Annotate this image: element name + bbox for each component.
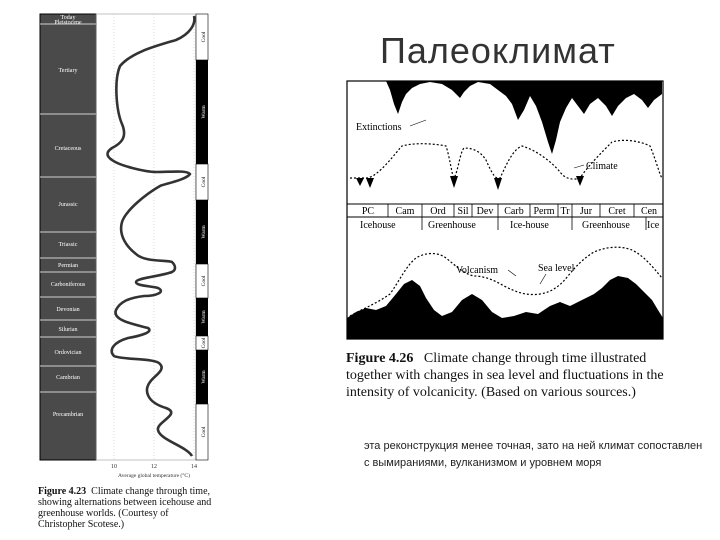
period-label: Permian bbox=[58, 263, 78, 269]
x-axis-label: Average global temperature (°C) bbox=[118, 472, 190, 479]
climate-curve bbox=[350, 139, 663, 180]
period-label: Precambrian bbox=[53, 412, 83, 418]
band-label: Cool bbox=[201, 275, 207, 286]
band-label: Cool bbox=[201, 31, 207, 42]
climate-leader bbox=[573, 164, 585, 169]
period-cell: PC bbox=[362, 206, 375, 217]
slide-note: эта реконструкция менее точная, зато на … bbox=[364, 440, 703, 469]
period-cell: Ord bbox=[430, 206, 446, 217]
period-label: Tertiary bbox=[59, 68, 78, 74]
regime-cell: Ice bbox=[647, 220, 660, 231]
volcanism-leader bbox=[507, 269, 517, 277]
period-cell: Cam bbox=[396, 206, 415, 217]
band-label: Warm bbox=[201, 370, 207, 384]
period-column bbox=[39, 13, 97, 461]
x-tick-label: 10 bbox=[111, 464, 117, 470]
period-label: Silurian bbox=[59, 327, 78, 333]
period-cell: Dev bbox=[477, 206, 494, 217]
regime-cell: Ice-house bbox=[510, 220, 549, 231]
left-caption-text: Climate change through time, showing alt… bbox=[38, 486, 212, 530]
period-cell: Carb bbox=[504, 206, 523, 217]
right-caption-label: Figure 4.26 bbox=[346, 351, 414, 366]
right-figure-caption: Figure 4.26 Climate change through time … bbox=[346, 350, 676, 401]
right-climate-figure: Extinctions Climate PC Cam Ord Sil Dev C… bbox=[346, 80, 664, 340]
period-label: Pleistocene bbox=[54, 20, 82, 26]
period-cell: Perm bbox=[533, 206, 554, 217]
band-label: Warm bbox=[201, 105, 207, 119]
volcanism-shape bbox=[347, 276, 663, 339]
slide-title: Палеоклимат bbox=[380, 30, 616, 71]
period-label: Jurassic bbox=[59, 202, 78, 208]
regime-cell: Icehouse bbox=[360, 220, 396, 231]
extinctions-label: Extinctions bbox=[356, 122, 402, 133]
x-tick-label: 12 bbox=[151, 464, 157, 470]
temperature-curve bbox=[106, 15, 196, 457]
band-label: Warm bbox=[201, 225, 207, 239]
sea-level-label: Sea level bbox=[538, 263, 575, 274]
regime-cell: Greenhouse bbox=[428, 220, 476, 231]
climate-bands bbox=[195, 13, 209, 461]
period-label: Ordovician bbox=[55, 350, 82, 356]
period-label: Cambrian bbox=[56, 375, 80, 381]
period-cell: Tr bbox=[560, 206, 570, 217]
period-label: Triassic bbox=[59, 242, 78, 248]
extinctions-shape bbox=[386, 81, 662, 154]
period-label: Cretaceous bbox=[55, 146, 82, 152]
band-label: Cool bbox=[201, 337, 207, 348]
band-label: Cool bbox=[201, 176, 207, 187]
right-caption-text: Climate change through time illustrated … bbox=[346, 351, 664, 400]
volcanism-label: Volcanism bbox=[456, 265, 498, 276]
period-label: Carboniferous bbox=[51, 281, 86, 288]
left-figure-caption: Figure 4.23 Climate change through time,… bbox=[38, 486, 218, 530]
period-label: Today bbox=[61, 15, 76, 21]
sea-level-leader bbox=[539, 273, 547, 285]
period-label: Devonian bbox=[56, 307, 79, 313]
regime-cell: Greenhouse bbox=[582, 220, 630, 231]
x-tick-label: 14 bbox=[191, 464, 197, 470]
climate-label: Climate bbox=[586, 161, 618, 172]
period-cell: Cret bbox=[608, 206, 625, 217]
extinctions-leader bbox=[409, 119, 427, 127]
left-caption-label: Figure 4.23 bbox=[38, 486, 87, 497]
period-cell: Jur bbox=[580, 206, 593, 217]
period-cell: Sil bbox=[457, 206, 468, 217]
band-label: Warm bbox=[201, 310, 207, 324]
band-label: Cool bbox=[201, 426, 207, 437]
left-climate-figure: Today Pleistocene Tertiary Cretaceous Ju… bbox=[39, 13, 209, 479]
period-cell: Cen bbox=[641, 206, 657, 217]
